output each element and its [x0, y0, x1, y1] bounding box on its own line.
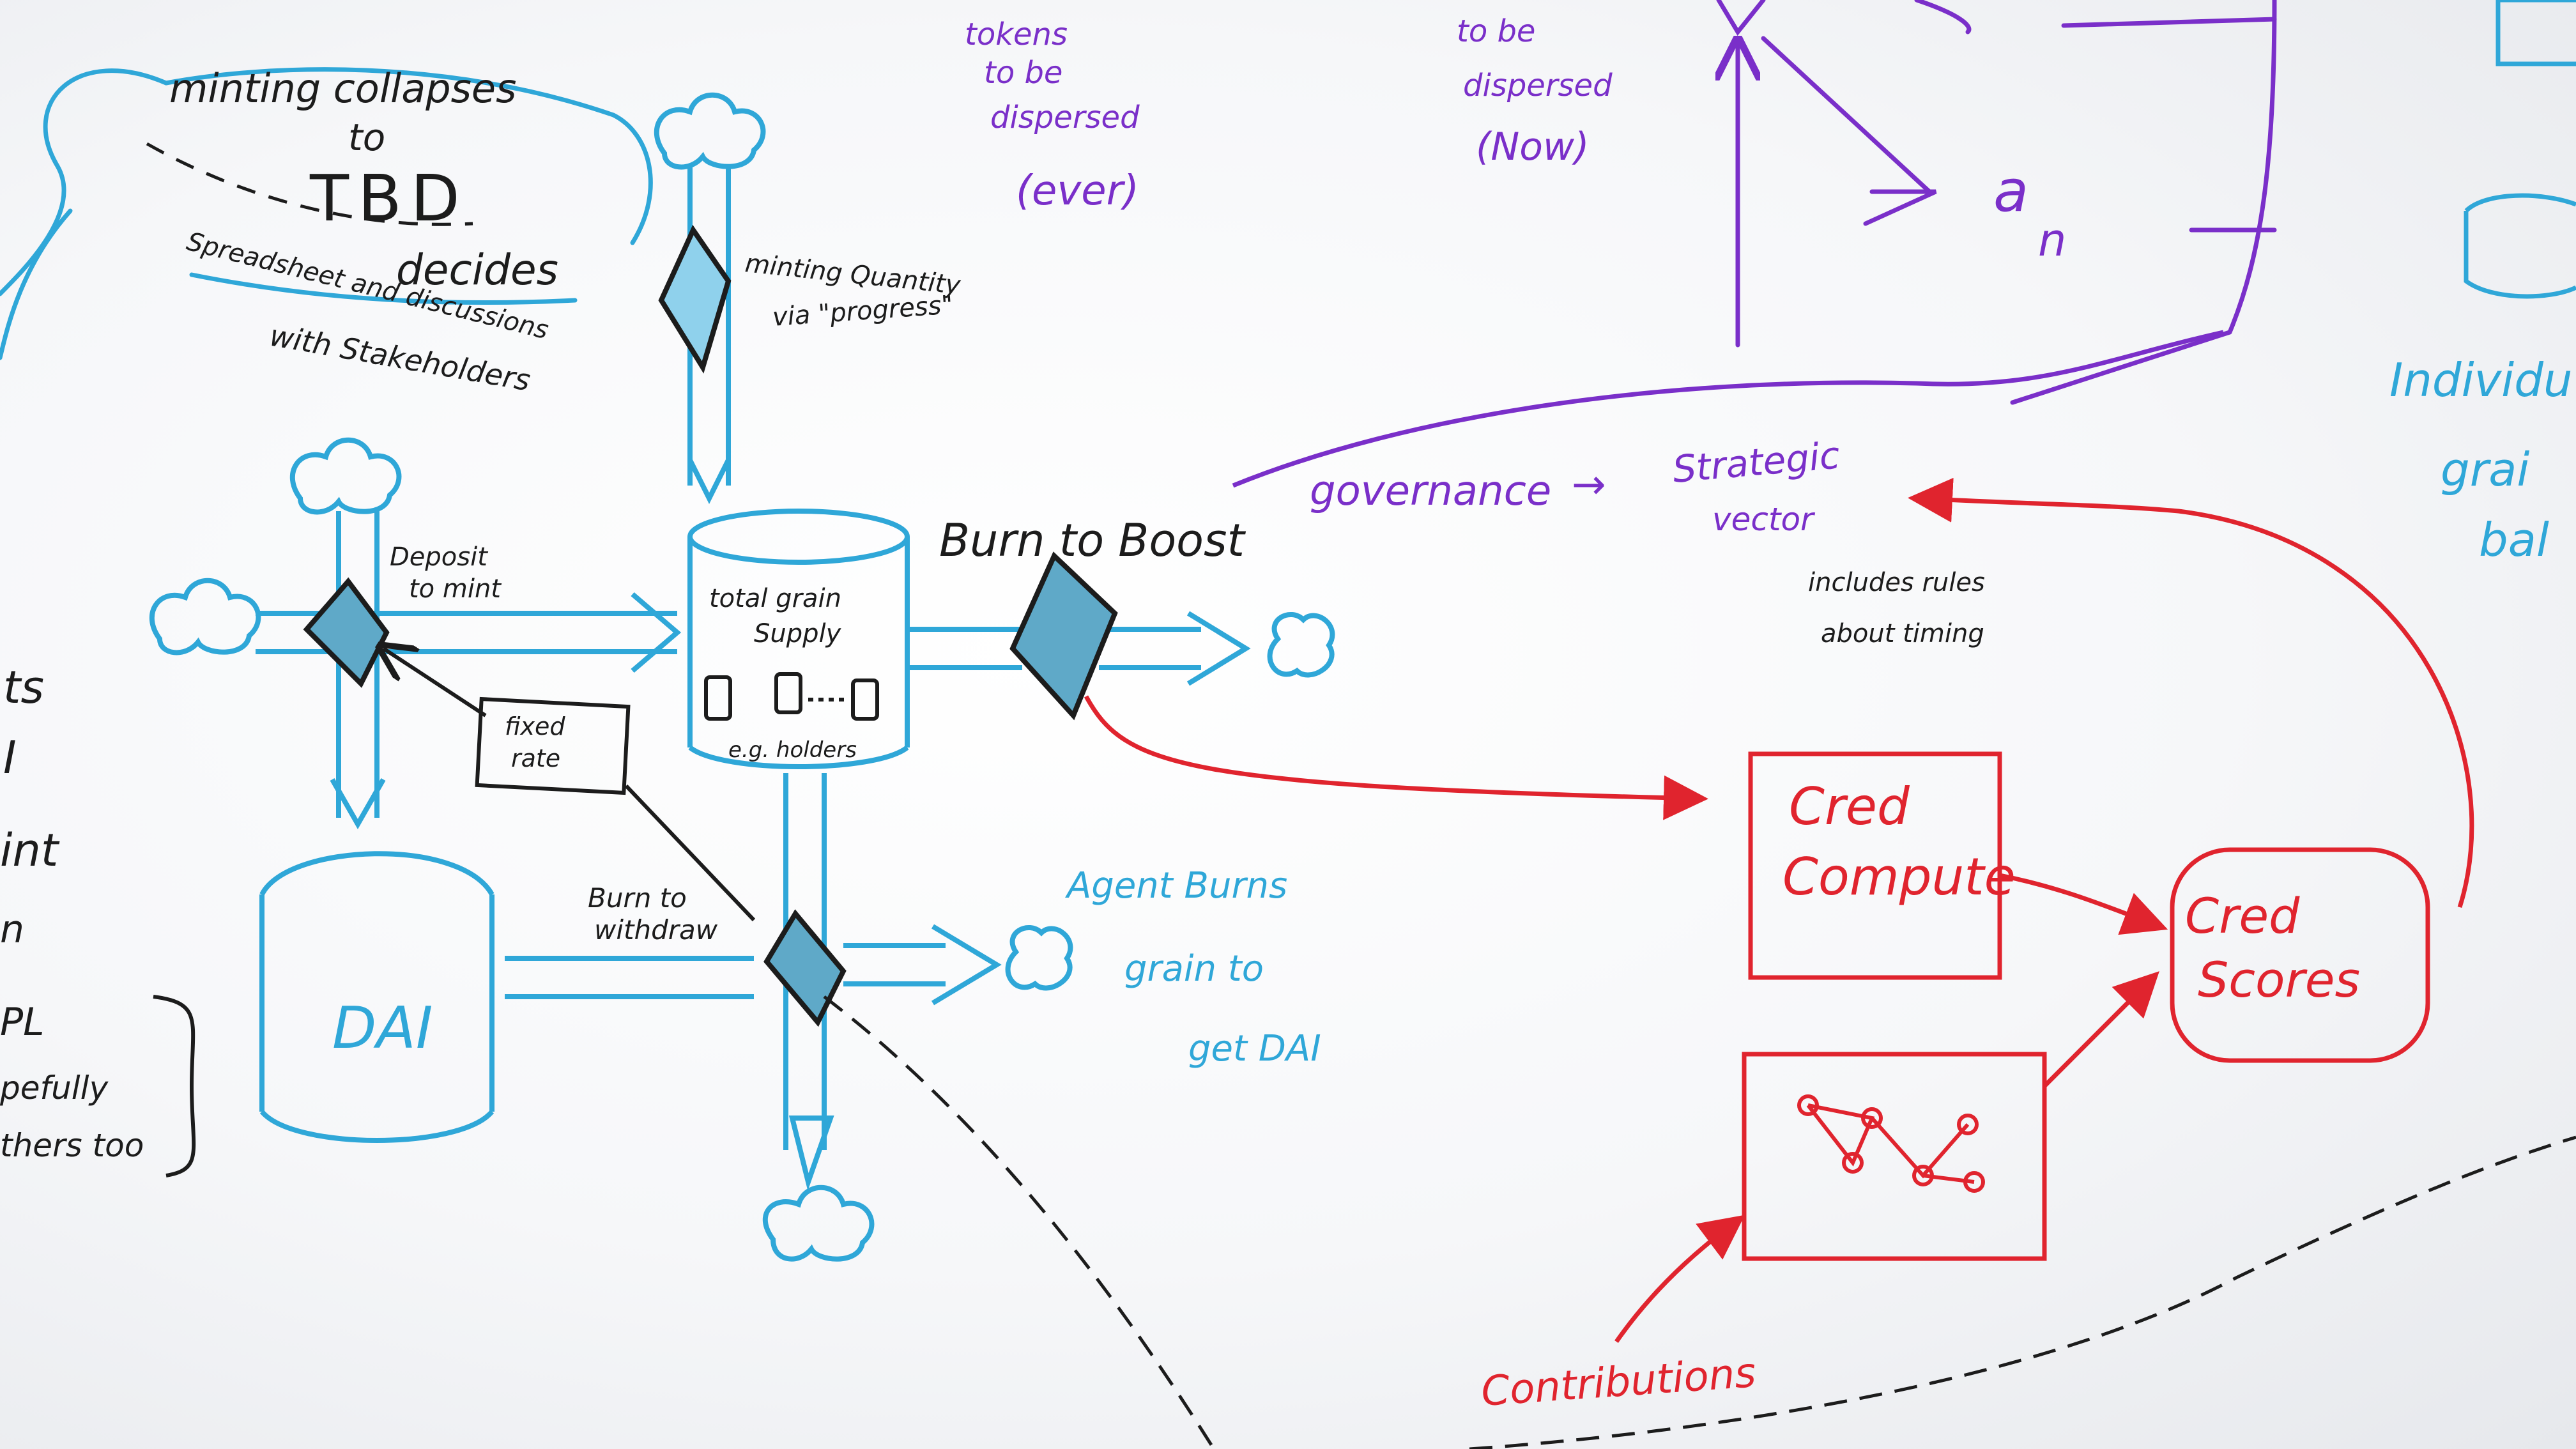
cloud-source-left — [149, 437, 402, 656]
scores-to-strategic-arrow — [1908, 477, 2474, 908]
valve-burn-to-boost — [1009, 551, 1118, 721]
cred-compute-text-2: Compute — [1782, 847, 2016, 907]
dai-stock — [259, 851, 494, 1143]
dashed-boundary — [823, 995, 1216, 1449]
agent-burns-text-3: get DAI — [1188, 1028, 1321, 1070]
strategic-text-2: vector — [1712, 501, 1816, 538]
svg-text:I: I — [3, 732, 17, 784]
svg-text:tokens: tokens — [965, 17, 1068, 52]
purple-arrows — [1719, 0, 2277, 405]
boost-to-cred-arrow — [1084, 695, 1708, 820]
contributions-arrow — [1614, 1215, 1745, 1344]
svg-text:dispersed: dispersed — [990, 100, 1140, 135]
includes-rules-text-1: includes rules — [1808, 568, 1985, 597]
left-edge-notes: ts I int n PL pefully thers too — [0, 661, 144, 1164]
cred-scores-text-1: Cred — [2185, 887, 2300, 944]
fixed-rate-arrow — [383, 648, 487, 717]
svg-text:n: n — [0, 907, 24, 952]
svg-text:int: int — [0, 824, 60, 877]
svg-text:bal: bal — [2479, 513, 2549, 567]
svg-text:Individu: Individu — [2389, 353, 2573, 407]
cloud-sink-bottom — [762, 1184, 875, 1262]
cred-scores-box — [2170, 847, 2430, 1063]
svg-text:dispersed: dispersed — [1463, 68, 1613, 103]
fixed-rate-text-2: rate — [511, 744, 560, 772]
governance-boundary — [1232, 330, 2224, 488]
decides-text: decides — [396, 245, 558, 295]
governance-arrow: → — [1572, 461, 1606, 509]
svg-text:thers too: thers too — [0, 1127, 144, 1164]
cred-compute-box — [1748, 751, 2002, 980]
speech-bubble — [0, 67, 653, 360]
cloud-source-top — [654, 92, 766, 170]
fixed-rate-link — [624, 784, 756, 922]
flow-pipe-boost — [907, 611, 1335, 686]
total-grain-text-2: Supply — [754, 619, 842, 648]
strategic-text-1: Strategic — [1671, 433, 1841, 491]
burn-withdraw-text-1: Burn to — [588, 882, 687, 914]
cred-compute-text-1: Cred — [1789, 777, 1910, 836]
left-bracket — [153, 995, 196, 1177]
deposit-text-1: Deposit — [390, 542, 488, 572]
holders-text: e.g. holders — [728, 737, 857, 763]
svg-text:to be: to be — [1457, 13, 1535, 49]
valve-burn-to-withdraw — [763, 909, 847, 1027]
agent-burns-text-2: grain to — [1124, 948, 1264, 990]
cred-scores-text-2: Scores — [2198, 951, 2360, 1008]
a-n-subscript: n — [2038, 214, 2066, 266]
deposit-text-2: to mint — [409, 574, 502, 604]
includes-rules-text-2: about timing — [1821, 619, 1984, 648]
dashed-separator — [146, 142, 473, 226]
burn-to-boost-text: Burn to Boost — [939, 514, 1246, 567]
graph-icon — [1797, 1094, 1985, 1193]
svg-text:PL: PL — [0, 1000, 45, 1045]
agent-burns-text-1: Agent Burns — [1065, 865, 1287, 907]
flow-pipe-withdraw — [505, 773, 1002, 1191]
total-grain-supply-stock — [687, 509, 910, 769]
purple-top-notes: tokens to be dispersed (ever) to be disp… — [965, 13, 1613, 215]
svg-text:to be: to be — [984, 55, 1062, 91]
tbd-text: TBD — [309, 161, 469, 236]
svg-text:(ever): (ever) — [1016, 167, 1139, 215]
graph-box — [1742, 1052, 2047, 1261]
svg-text:grai: grai — [2441, 443, 2529, 496]
fixed-rate-text-1: fixed — [505, 712, 565, 740]
to-text: to — [348, 116, 385, 159]
a-n-text: a — [1993, 158, 2028, 225]
bottom-boundary — [1469, 1135, 2576, 1449]
dai-text: DAI — [332, 995, 433, 1062]
compute-to-scores-arrow — [1999, 873, 2168, 935]
svg-text:ts: ts — [3, 661, 44, 714]
cloud-sink-agent — [1005, 924, 1073, 991]
svg-text:pefully: pefully — [0, 1070, 109, 1107]
svg-text:(Now): (Now) — [1476, 125, 1589, 169]
minting-quantity-text-2: via "progress" — [771, 290, 954, 332]
contributions-text: Contributions — [1480, 1349, 1758, 1416]
total-grain-text-1: total grain — [709, 584, 841, 613]
valve-deposit-to-mint — [303, 577, 390, 688]
valve-minting-quantity — [658, 224, 732, 374]
governance-text: governance — [1310, 468, 1551, 515]
minting-collapses-text: minting collapses — [169, 65, 516, 112]
right-edge-notes: Individu grai bal — [2389, 0, 2576, 567]
burn-withdraw-text-2: withdraw — [594, 914, 718, 946]
fixed-rate-box — [475, 696, 631, 795]
holder-cylinders — [704, 672, 879, 721]
graph-to-scores-arrow — [2043, 971, 2159, 1088]
